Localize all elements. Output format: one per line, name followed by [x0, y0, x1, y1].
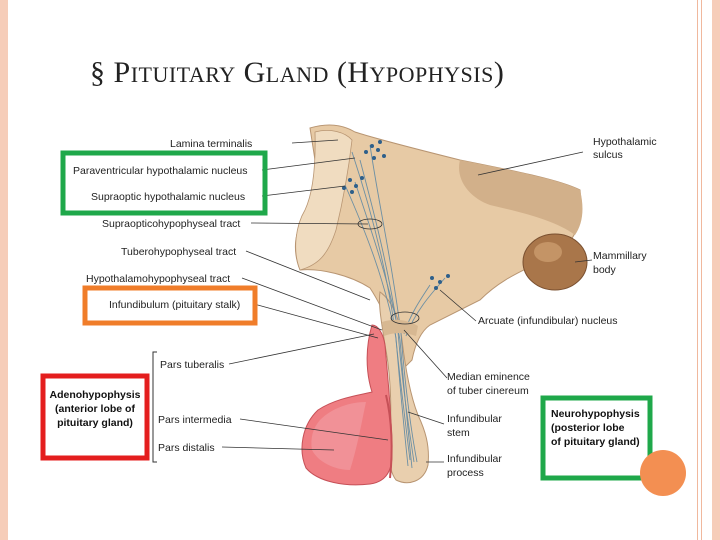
label-tuberohypophyseal: Tuberohypophyseal tract — [121, 246, 236, 258]
label-infundibulum: Infundibulum (pituitary stalk) — [109, 299, 240, 311]
label-supraoptic: Supraoptic hypothalamic nucleus — [91, 191, 245, 203]
slide-title: § PITUITARY GLAND (HYPOPHYSIS) — [90, 56, 504, 90]
label-hypothalamic-sulcus-1: Hypothalamic — [593, 136, 657, 148]
red-highlight-box-adenohypophysis — [40, 373, 150, 461]
label-lamina-terminalis: Lamina terminalis — [170, 138, 252, 150]
label-pars-tuberalis: Pars tuberalis — [160, 359, 224, 371]
title-initial-p: P — [113, 56, 131, 89]
label-adenohypophysis-3: pituitary gland) — [57, 417, 133, 429]
label-adenohypophysis-2: (anterior lobe of — [55, 403, 135, 415]
label-infundibular-stem-1: Infundibular — [447, 413, 502, 425]
label-mammillary-2: body — [593, 264, 617, 276]
label-neurohypophysis-3: of pituitary gland) — [551, 436, 640, 448]
label-hypothalamic-sulcus-2: sulcus — [593, 149, 623, 161]
tract-marker-1 — [357, 218, 383, 230]
label-neurohypophysis-1: Neurohypophysis — [551, 408, 640, 420]
label-median-eminence-1: Median eminence — [447, 371, 530, 383]
title-paren-close: ) — [493, 56, 505, 89]
label-arcuate: Arcuate (infundibular) nucleus — [478, 315, 618, 327]
anterior-lobe-shade — [311, 402, 366, 470]
green-highlight-box-neurohypophysis — [540, 395, 653, 481]
lamina-surface — [295, 130, 353, 271]
right-edge-line-inner — [697, 0, 698, 540]
tract-marker-2 — [390, 311, 420, 325]
label-mammillary-1: Mammillary — [593, 250, 647, 262]
title-initial-h: H — [347, 56, 370, 89]
label-infundibular-process-1: Infundibular — [447, 453, 502, 465]
decorative-orange-circle — [640, 450, 686, 496]
label-pars-intermedia: Pars intermedia — [158, 414, 232, 426]
label-infundibular-stem-2: stem — [447, 427, 470, 439]
pars-intermedia — [385, 394, 393, 479]
section-symbol: § — [90, 56, 106, 89]
label-neurohypophysis-2: (posterior lobe — [551, 422, 625, 434]
left-edge-band — [0, 0, 8, 540]
title-initial-g: G — [243, 56, 266, 89]
hypothalamus-shadow — [459, 160, 583, 235]
label-paraventricular: Paraventricular hypothalamic nucleus — [73, 165, 248, 177]
label-pars-distalis: Pars distalis — [158, 442, 215, 454]
title-rest-gland: LAND — [265, 62, 329, 87]
label-adenohypophysis-1: Adenohypophysis — [49, 389, 140, 401]
right-edge-line — [701, 0, 702, 540]
title-paren-open: ( — [336, 56, 348, 89]
title-rest-hypophysis: YPOPHYSIS — [369, 62, 494, 87]
neuron-cell-bodies — [342, 140, 450, 290]
label-supraopticohypophyseal: Supraopticohypophyseal tract — [102, 218, 240, 230]
label-median-eminence-2: of tuber cinereum — [447, 385, 529, 397]
label-hypothalamohypophyseal: Hypothalamohypophyseal tract — [86, 273, 230, 285]
leader-lines — [221, 139, 593, 463]
title-rest-pituitary: ITUITARY — [130, 62, 236, 87]
right-edge-band — [712, 0, 720, 540]
orange-highlight-box-infundibulum — [82, 285, 258, 326]
green-highlight-box-nuclei — [60, 150, 268, 216]
label-infundibular-process-2: process — [447, 467, 484, 479]
mammillary-highlight — [534, 242, 562, 262]
